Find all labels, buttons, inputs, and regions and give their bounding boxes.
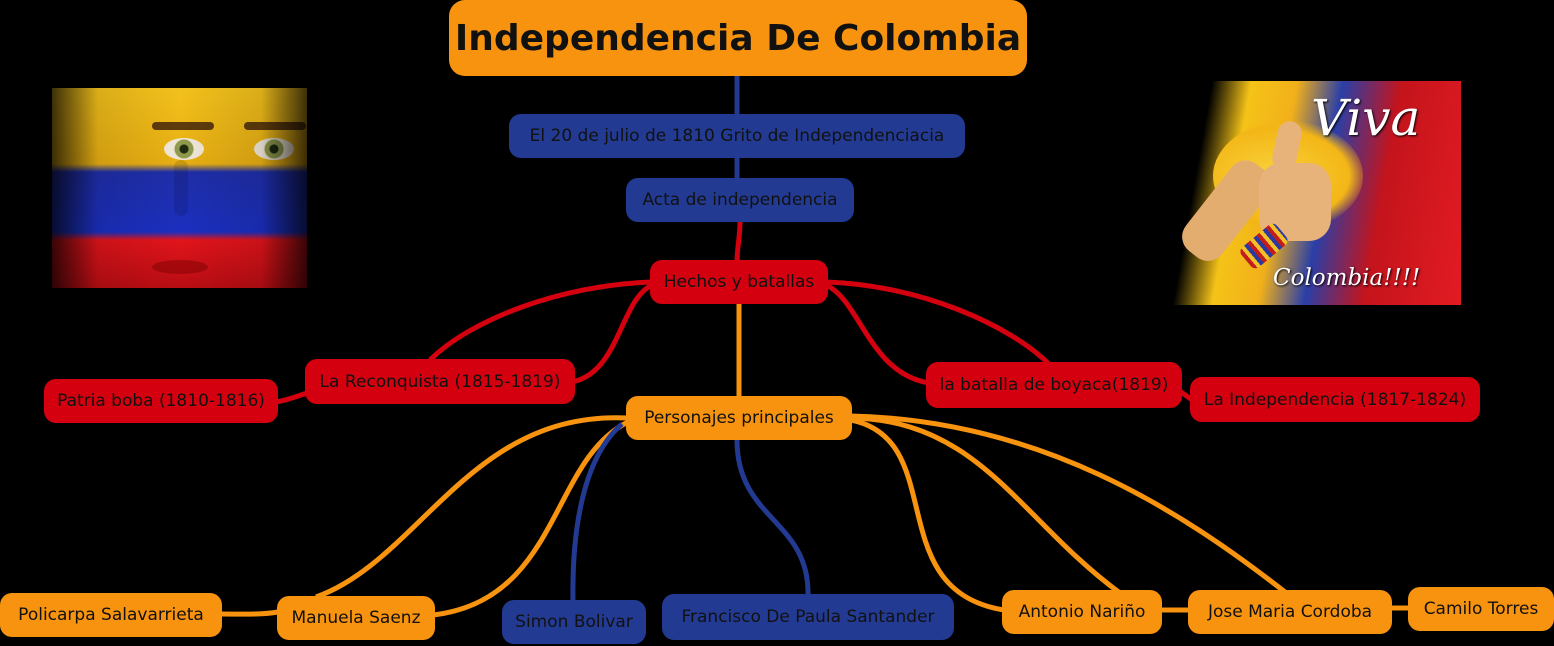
- node-acta[interactable]: Acta de independencia: [626, 178, 854, 222]
- link-personajes-cordoba: [850, 413, 1287, 594]
- link-personajes-narino: [850, 417, 1005, 613]
- link-personajes-manuela-b: [432, 419, 630, 618]
- node-reconquista[interactable]: La Reconquista (1815-1819): [305, 359, 575, 404]
- link-manuela-policarpa: [221, 609, 279, 617]
- link-acta-hechos: [734, 219, 743, 263]
- node-torres[interactable]: Camilo Torres: [1408, 587, 1554, 631]
- node-santander[interactable]: Francisco De Paula Santander: [662, 594, 954, 640]
- node-personajes[interactable]: Personajes principales: [626, 396, 852, 440]
- node-patria-boba[interactable]: Patria boba (1810-1816): [44, 379, 278, 423]
- link-hechos-reconquista-b: [571, 282, 654, 385]
- node-boyaca[interactable]: la batalla de boyaca(1819): [926, 362, 1182, 408]
- link-hechos-reconquista: [428, 279, 653, 362]
- viva-photo-title: Viva: [1311, 89, 1421, 147]
- node-grito[interactable]: El 20 de julio de 1810 Grito de Independ…: [509, 114, 965, 158]
- photo-vignette: [52, 88, 307, 288]
- viva-photo-caption: Colombia!!!!: [1273, 265, 1421, 291]
- node-simon[interactable]: Simon Bolivar: [502, 600, 646, 644]
- link-personajes-santander: [734, 439, 811, 597]
- link-personajes-narino-b: [850, 415, 1122, 596]
- node-hechos[interactable]: Hechos y batallas: [650, 260, 828, 304]
- node-title[interactable]: Independencia De Colombia: [449, 0, 1027, 76]
- painted-face-photo: [52, 88, 307, 288]
- node-cordoba[interactable]: Jose Maria Cordoba: [1188, 590, 1392, 634]
- node-narino[interactable]: Antonio Nariño: [1002, 590, 1162, 634]
- node-independencia[interactable]: La Independencia (1817-1824): [1190, 377, 1480, 422]
- viva-colombia-photo: Viva Colombia!!!!: [1173, 81, 1461, 305]
- node-policarpa[interactable]: Policarpa Salavarrieta: [0, 593, 222, 637]
- link-hechos-boyaca-b: [824, 282, 931, 386]
- link-personajes-simon: [570, 422, 624, 602]
- link-hechos-boyaca: [825, 279, 1052, 367]
- link-personajes-manuela: [315, 415, 629, 600]
- link-reconquista-patria: [275, 390, 308, 405]
- node-manuela[interactable]: Manuela Saenz: [277, 596, 435, 640]
